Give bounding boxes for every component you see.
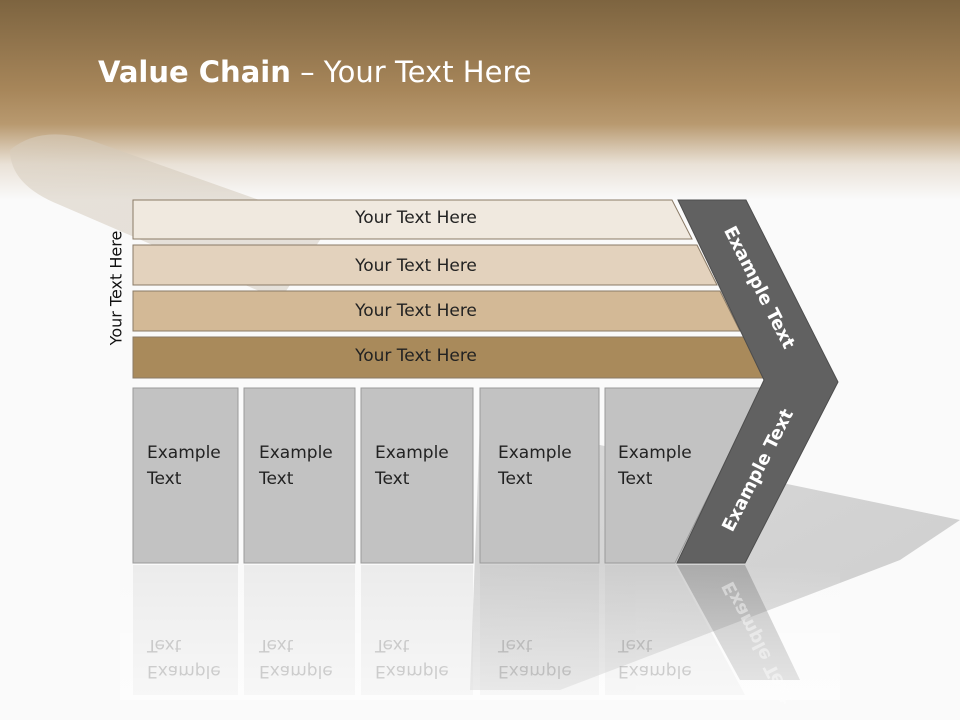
activity-label-3-line2: Text <box>375 469 410 489</box>
activity-box-3 <box>360 387 474 564</box>
activity-label-2-line2: Text <box>259 469 294 489</box>
activity-box-2 <box>243 387 356 564</box>
support-bar-1 <box>132 199 693 240</box>
activity-label-reflection-1: Example Text <box>147 632 221 684</box>
reflection-line2: Text <box>498 635 533 655</box>
activity-label-reflection-2: Example Text <box>259 632 333 684</box>
activity-box-4 <box>479 387 600 564</box>
reflection-line1: Example <box>618 661 692 681</box>
activity-box-5 <box>604 387 763 564</box>
support-bar-label-2: Your Text Here <box>355 256 477 276</box>
activity-label-5-line2: Text <box>618 469 653 489</box>
support-bar-3 <box>132 290 741 332</box>
activity-label-reflection-3: Example Text <box>375 632 449 684</box>
activity-label-3-line1: Example <box>375 443 449 463</box>
reflection-line1: Example <box>498 661 572 681</box>
reflection-line1: Example <box>259 661 333 681</box>
activity-label-4-line2: Text <box>498 469 533 489</box>
slide-title: Value Chain – Your Text Here <box>98 55 532 89</box>
activity-label-5-line1: Example <box>618 443 692 463</box>
title-bold: Value Chain <box>98 55 291 89</box>
margin-chevron <box>676 199 839 564</box>
reflection-line2: Text <box>618 635 653 655</box>
reflection-line2: Text <box>375 635 410 655</box>
activity-label-1-line1: Example <box>147 443 221 463</box>
support-bar-2 <box>132 244 718 286</box>
activity-label-reflection-4: Example Text <box>498 632 572 684</box>
activity-label-reflection-5: Example Text <box>618 632 692 684</box>
support-bar-label-3: Your Text Here <box>355 301 477 321</box>
reflection-line1: Example <box>375 661 449 681</box>
activity-label-4-line1: Example <box>498 443 572 463</box>
reflection-line2: Text <box>259 635 294 655</box>
support-bar-label-1: Your Text Here <box>355 208 477 228</box>
activity-box-1 <box>132 387 239 564</box>
reflection-line2: Text <box>147 635 182 655</box>
title-rest: – Your Text Here <box>290 55 532 89</box>
activity-label-1-line2: Text <box>147 469 182 489</box>
activity-label-2-line1: Example <box>259 443 333 463</box>
reflection-line1: Example <box>147 661 221 681</box>
support-bar-label-4: Your Text Here <box>355 346 477 366</box>
